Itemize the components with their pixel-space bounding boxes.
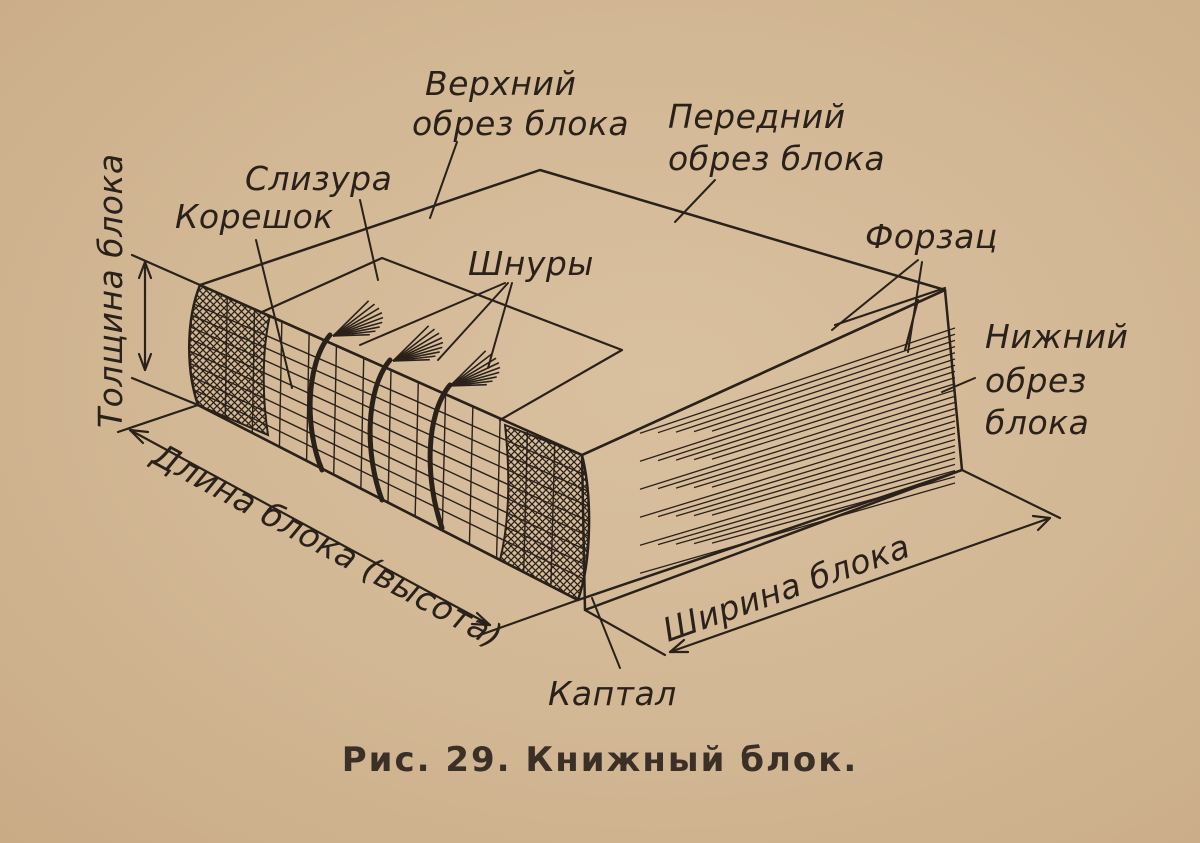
page-line [657, 426, 956, 518]
label-tolshchina: Толщина блока [91, 153, 130, 428]
label-peredniy-1: Передний [668, 97, 846, 136]
leader-kaptal [591, 597, 621, 669]
page-line [675, 432, 956, 517]
cords [307, 332, 453, 531]
label-shnury: Шнуры [468, 244, 594, 283]
page-line [693, 376, 956, 461]
spine-detail [189, 285, 590, 600]
leader-lines [255, 141, 976, 669]
cord-fringe-strand [449, 383, 487, 387]
spine-signature-line [495, 418, 501, 559]
cord-fringe-strand [392, 328, 436, 362]
cord-fringe-strand [332, 307, 380, 337]
spine-signature-line [468, 406, 474, 545]
kaptal-band-top [189, 285, 272, 437]
spine-signature-line [360, 357, 365, 489]
page-line [693, 345, 956, 433]
page-line [711, 414, 956, 488]
dimension-width [583, 468, 1062, 657]
cord-fringe-strand [449, 353, 493, 387]
dimension-length [116, 403, 580, 637]
page-line [639, 482, 956, 574]
page-line [675, 339, 956, 433]
cord-fringe-strand [392, 358, 430, 362]
leader-shnury-2 [437, 282, 509, 361]
leader-forzats-2 [907, 261, 923, 353]
spine-signature-line [333, 345, 338, 475]
page-line [657, 333, 956, 434]
page-line [675, 370, 956, 461]
page-line [711, 383, 956, 460]
cord-fringe-strand [332, 312, 383, 337]
page-line [657, 364, 956, 462]
leader-forzats-1 [831, 259, 919, 331]
fore-edge-hatching [639, 327, 956, 574]
label-peredniy-2: обрез блока [668, 139, 885, 178]
cord-fringe-strand [392, 332, 440, 362]
cord-fringe-strand [392, 325, 430, 362]
cord-fringe-strand [449, 362, 500, 387]
page-line [711, 445, 956, 516]
cord-fringes [332, 300, 501, 387]
page-line [711, 476, 956, 544]
cord-fringe-strand [392, 337, 443, 362]
label-nizhniy-1: Нижний [985, 317, 1128, 356]
page-line [657, 457, 956, 546]
figure-caption: Рис. 29. Книжный блок. [341, 740, 859, 780]
page-line [693, 469, 956, 545]
label-koreshok: Корешок [175, 197, 334, 236]
spine-signature-line [441, 394, 447, 531]
page-line [657, 395, 956, 490]
leader-slizura [359, 199, 379, 281]
leader-peredniy [674, 179, 716, 223]
spine-signature-line [387, 369, 392, 503]
label-nizhniy-3: блока [985, 403, 1089, 442]
label-nizhniy-2: обрез [985, 361, 1087, 400]
cord-fringe-strand [332, 300, 370, 337]
page-line [639, 420, 956, 518]
leader-koreshok [255, 239, 293, 389]
cord-fringe-strand [449, 357, 497, 387]
page-line [639, 327, 956, 434]
page-line [639, 451, 956, 546]
page-line [675, 463, 956, 545]
page-line [675, 401, 956, 489]
leader-nizhniy [941, 377, 976, 393]
label-kaptal: Каптал [548, 674, 677, 713]
spine-signature-line [414, 382, 419, 517]
page-line [693, 407, 956, 489]
page-line [693, 438, 956, 517]
leader-verkhniy [429, 141, 458, 219]
dimension-thickness [130, 253, 202, 407]
leader-shnury-3 [487, 282, 513, 369]
cord-fringe-strand [332, 333, 370, 337]
page-line [711, 352, 956, 432]
label-verkhniy-2: обрез блока [412, 104, 629, 143]
page-line [639, 358, 956, 462]
label-slizura: Слизура [245, 159, 392, 198]
page-line [639, 389, 956, 490]
label-shirina: Ширина блока [658, 526, 915, 649]
cord-fringe-strand [449, 350, 487, 387]
label-forzats: Форзац [865, 217, 998, 256]
leader-shnury-1 [359, 282, 506, 346]
label-dlina: Длина блока (высота) [144, 434, 509, 656]
label-verkhniy-1: Верхний [425, 64, 576, 103]
cord-fringe-strand [332, 303, 376, 337]
